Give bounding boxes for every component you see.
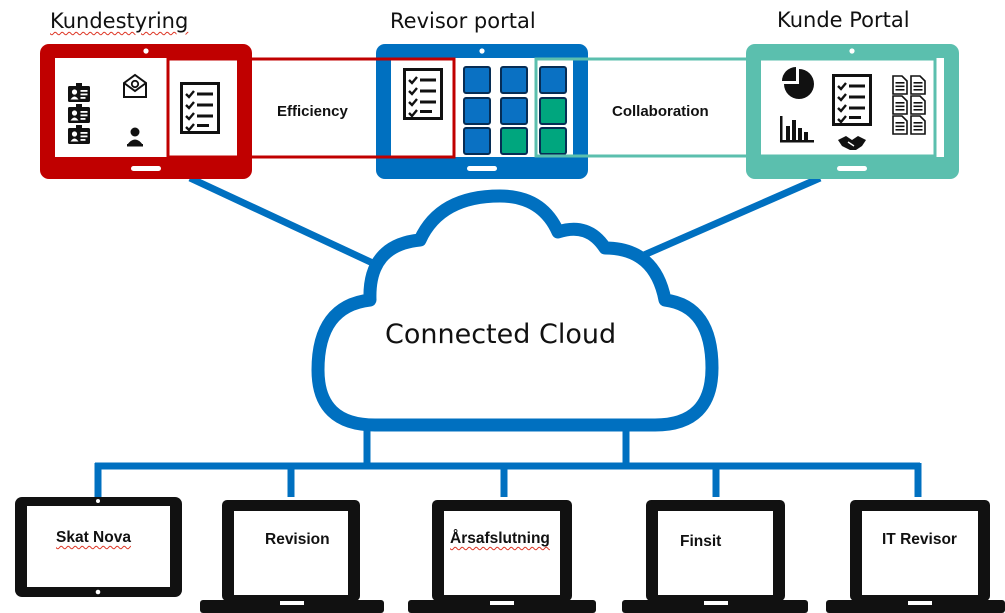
laptop-label-revision: Revision	[265, 531, 330, 548]
connected-cloud	[311, 189, 719, 432]
kunde-portal-tablet	[746, 44, 959, 179]
laptop-finsit	[622, 500, 808, 613]
efficiency-link-box	[166, 57, 456, 159]
checklist-icon	[403, 68, 443, 120]
pie-chart-icon	[782, 67, 814, 99]
kunde-portal-heading: Kunde Portal	[777, 8, 910, 32]
user-icon	[127, 127, 143, 147]
laptop-label-skat-nova: Skat Nova	[56, 529, 131, 546]
laptop-it-revisor	[826, 500, 1005, 613]
laptop-label-finsit: Finsit	[680, 533, 722, 550]
revisor-portal-heading: Revisor portal	[390, 9, 536, 33]
checklist-icon	[180, 82, 220, 134]
collaboration-label: Collaboration	[612, 103, 709, 120]
laptop-label-it-revisor: IT Revisor	[882, 531, 957, 548]
handshake-icon	[838, 136, 866, 150]
connector-lines	[94, 174, 922, 497]
checklist-icon	[832, 74, 872, 126]
efficiency-label: Efficiency	[277, 103, 348, 120]
bar-chart-icon	[780, 116, 814, 143]
revisor-portal-tablet	[376, 44, 588, 179]
kundestyring-heading: Kundestyring	[50, 9, 189, 33]
laptop-revision	[200, 500, 384, 613]
laptop-skat-nova	[15, 497, 182, 597]
laptop-arsafslutning	[408, 500, 596, 613]
connected-cloud-label: Connected Cloud	[385, 319, 617, 350]
collaboration-link-box	[534, 57, 937, 158]
tile-grid-icon	[463, 66, 567, 155]
laptop-label-arsafslutning: Årsafslutning	[450, 530, 550, 547]
kundestyring-tablet	[40, 44, 252, 179]
email-icon	[123, 73, 147, 98]
